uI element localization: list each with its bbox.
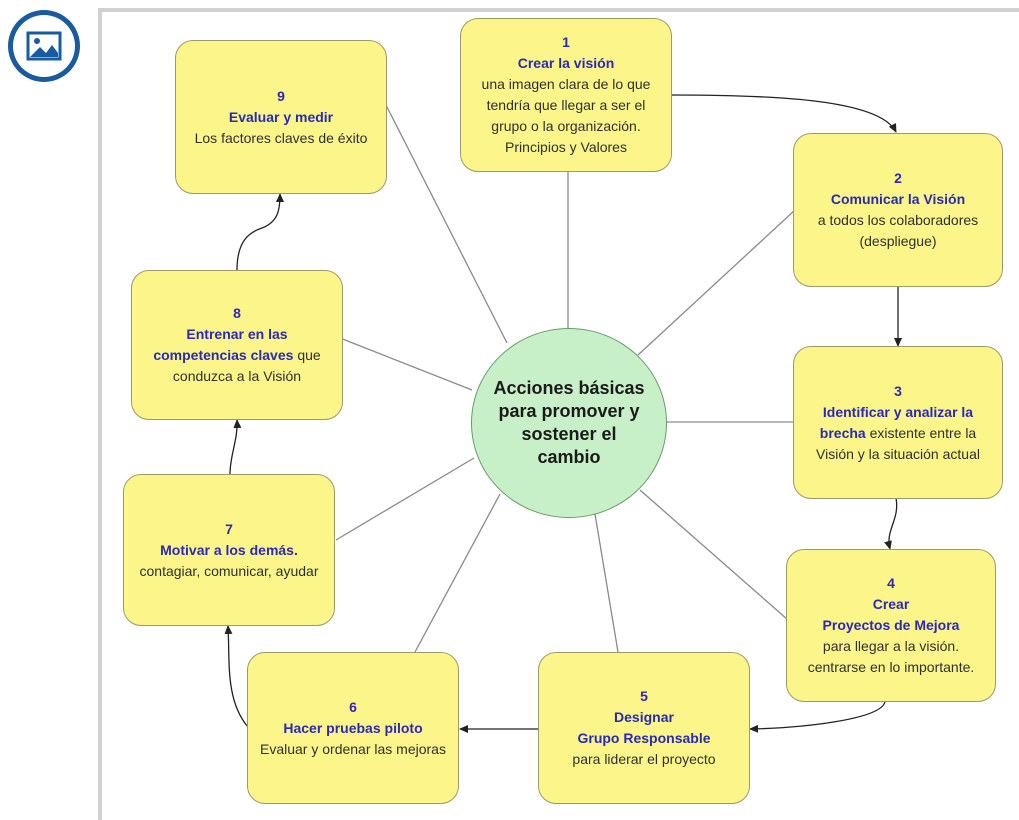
step-title-line-2: Grupo Responsable — [577, 730, 711, 746]
step-number: 6 — [349, 698, 357, 715]
step-2-box: 2 Comunicar la Visión a todos los colabo… — [793, 133, 1003, 287]
step-number: 3 — [894, 382, 902, 399]
step-description: Evaluar y ordenar las mejoras — [260, 740, 446, 757]
step-title: Entrenar en las competencias claves — [153, 326, 294, 363]
center-hub: Acciones básicas para promover y sostene… — [471, 328, 667, 518]
arrow-4-5 — [749, 701, 886, 733]
step-description: para llegar a la visión. centrarse en lo… — [807, 638, 975, 675]
spoke-4 — [639, 489, 789, 621]
image-icon — [8, 10, 80, 82]
step-6-box: 6 Hacer pruebas piloto Evaluar y ordenar… — [247, 652, 459, 804]
step-8-box: 8 Entrenar en las competencias claves qu… — [131, 270, 343, 420]
step-number: 7 — [225, 520, 233, 537]
spoke-2 — [637, 209, 796, 356]
step-number: 1 — [562, 34, 570, 50]
step-number: 8 — [233, 305, 241, 321]
step-7-box: 7 Motivar a los demás. contagiar, comuni… — [123, 474, 335, 626]
step-9-box: 9 Evaluar y medir Los factores claves de… — [175, 40, 387, 194]
step-title-line-1: Designar — [614, 709, 674, 725]
step-description: a todos los colaboradores (despliegue) — [817, 212, 979, 249]
step-title: Evaluar y medir — [228, 108, 334, 125]
arrow-7-8 — [229, 419, 242, 475]
spoke-9 — [385, 104, 508, 344]
step-title: Identificar y analizar la brecha — [819, 403, 974, 441]
step-description: existente entre la Visión y la situación… — [816, 424, 980, 462]
step-number: 5 — [640, 688, 648, 704]
arrow-8-9 — [236, 193, 284, 271]
step-number: 4 — [887, 575, 895, 591]
step-1-box: 1 Crear la visión una imagen clara de lo… — [460, 18, 672, 172]
spoke-6 — [414, 493, 501, 653]
step-description: Los factores claves de éxito — [194, 129, 368, 146]
step-description: que conduzca a la Visión — [172, 347, 321, 384]
step-description: contagiar, comunicar, ayudar — [139, 562, 319, 579]
step-number: 9 — [277, 87, 285, 104]
step-description: para liderar el proyecto — [572, 751, 716, 767]
spoke-8 — [339, 337, 473, 391]
step-3-box: 3 Identificar y analizar la brecha exist… — [793, 346, 1003, 499]
step-title: Hacer pruebas piloto — [283, 719, 423, 736]
step-5-box: 5 Designar Grupo Responsable para lidera… — [538, 652, 750, 804]
arrow-3-4 — [884, 497, 898, 550]
step-4-box: 4 Crear Proyectos de Mejora para llegar … — [786, 549, 996, 702]
step-title: Comunicar la Visión — [830, 191, 966, 207]
spoke-5 — [594, 513, 619, 653]
arrow-6-7 — [224, 625, 249, 728]
center-label: Acciones básicas para promover y sostene… — [493, 378, 645, 467]
step-title: Motivar a los demás. — [160, 541, 298, 558]
step-title-line-2: Proyectos de Mejora — [822, 617, 960, 633]
step-description: una imagen clara de lo que tendría que l… — [481, 76, 651, 155]
step-number: 2 — [894, 170, 902, 186]
spoke-7 — [335, 457, 475, 541]
step-title-line-1: Crear — [872, 596, 910, 612]
arrow-1-2 — [669, 94, 897, 133]
step-title: Crear la visión — [517, 55, 615, 71]
